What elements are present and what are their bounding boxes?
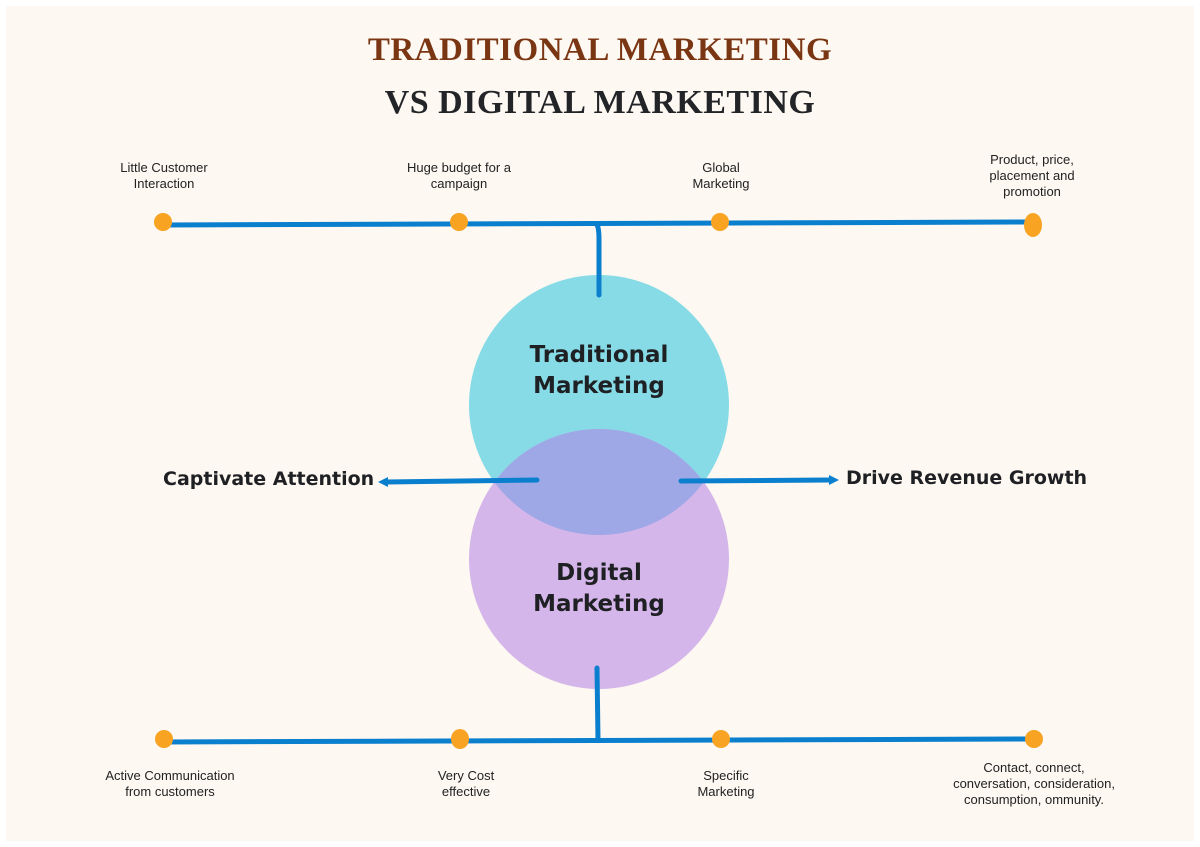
timeline-dot [712, 730, 730, 748]
timeline-dot [711, 213, 729, 231]
point-text-line: Active Communication [105, 768, 235, 783]
title-line-2: VS DIGITAL MARKETING [384, 84, 816, 121]
point-text-line: Interaction [133, 176, 195, 191]
traditional-point-3: Global Marketing [692, 160, 749, 192]
timeline-dot [1025, 730, 1043, 748]
traditional-label-line-2: Marketing [533, 373, 665, 399]
right-arrow [678, 475, 839, 485]
digital-point-4: Contact, connect, conversation, consider… [953, 760, 1115, 808]
point-text-line: Product, price, [990, 152, 1074, 167]
point-text-line: Very Cost [437, 768, 495, 783]
timeline-dot [450, 213, 468, 231]
digital-point-3: Specific Marketing [697, 768, 754, 800]
traditional-point-4: Product, price, placement and promotion [989, 152, 1074, 200]
timeline-dot [451, 729, 469, 749]
overlap-region [469, 429, 729, 535]
digital-point-1: Active Communication from customers [105, 768, 234, 800]
bottom-timeline [160, 665, 1036, 745]
point-text-line: placement and [989, 168, 1075, 183]
point-text-line: conversation, consideration, [953, 776, 1115, 791]
point-text-line: Huge budget for a [406, 160, 512, 175]
point-text-line: from customers [125, 784, 215, 799]
traditional-point-1: Little Customer Interaction [120, 160, 207, 192]
point-text-line: Contact, connect, [983, 760, 1085, 775]
digital-label-line-1: Digital [556, 560, 642, 586]
point-text-line: effective [441, 784, 491, 799]
timeline-dot [154, 213, 172, 231]
point-text-line: Global [702, 160, 740, 175]
digital-marketing-label: Digital Marketing [533, 558, 665, 620]
traditional-point-2: Huge budget for a campaign [407, 160, 511, 192]
traditional-marketing-label: Traditional Marketing [530, 340, 669, 402]
point-text-line: campaign [430, 176, 488, 191]
title-line-1: TRADITIONAL MARKETING [367, 32, 833, 68]
point-text-line: Specific [703, 768, 749, 783]
captivate-attention-label: Captivate Attention [163, 468, 375, 490]
drive-revenue-growth-label: Drive Revenue Growth [846, 467, 1088, 489]
point-text-line: consumption, ommunity. [964, 792, 1104, 807]
digital-point-2: Very Cost effective [438, 768, 494, 800]
timeline-dot [155, 730, 173, 748]
traditional-label-line-1: Traditional [529, 342, 669, 368]
point-text-line: promotion [1003, 184, 1061, 199]
left-arrow [378, 477, 540, 487]
point-text-line: Little Customer [120, 160, 208, 175]
point-text-line: Marketing [697, 784, 755, 799]
point-text-line: Marketing [692, 176, 750, 191]
digital-label-line-2: Marketing [533, 591, 665, 617]
timeline-dot [1024, 213, 1042, 237]
